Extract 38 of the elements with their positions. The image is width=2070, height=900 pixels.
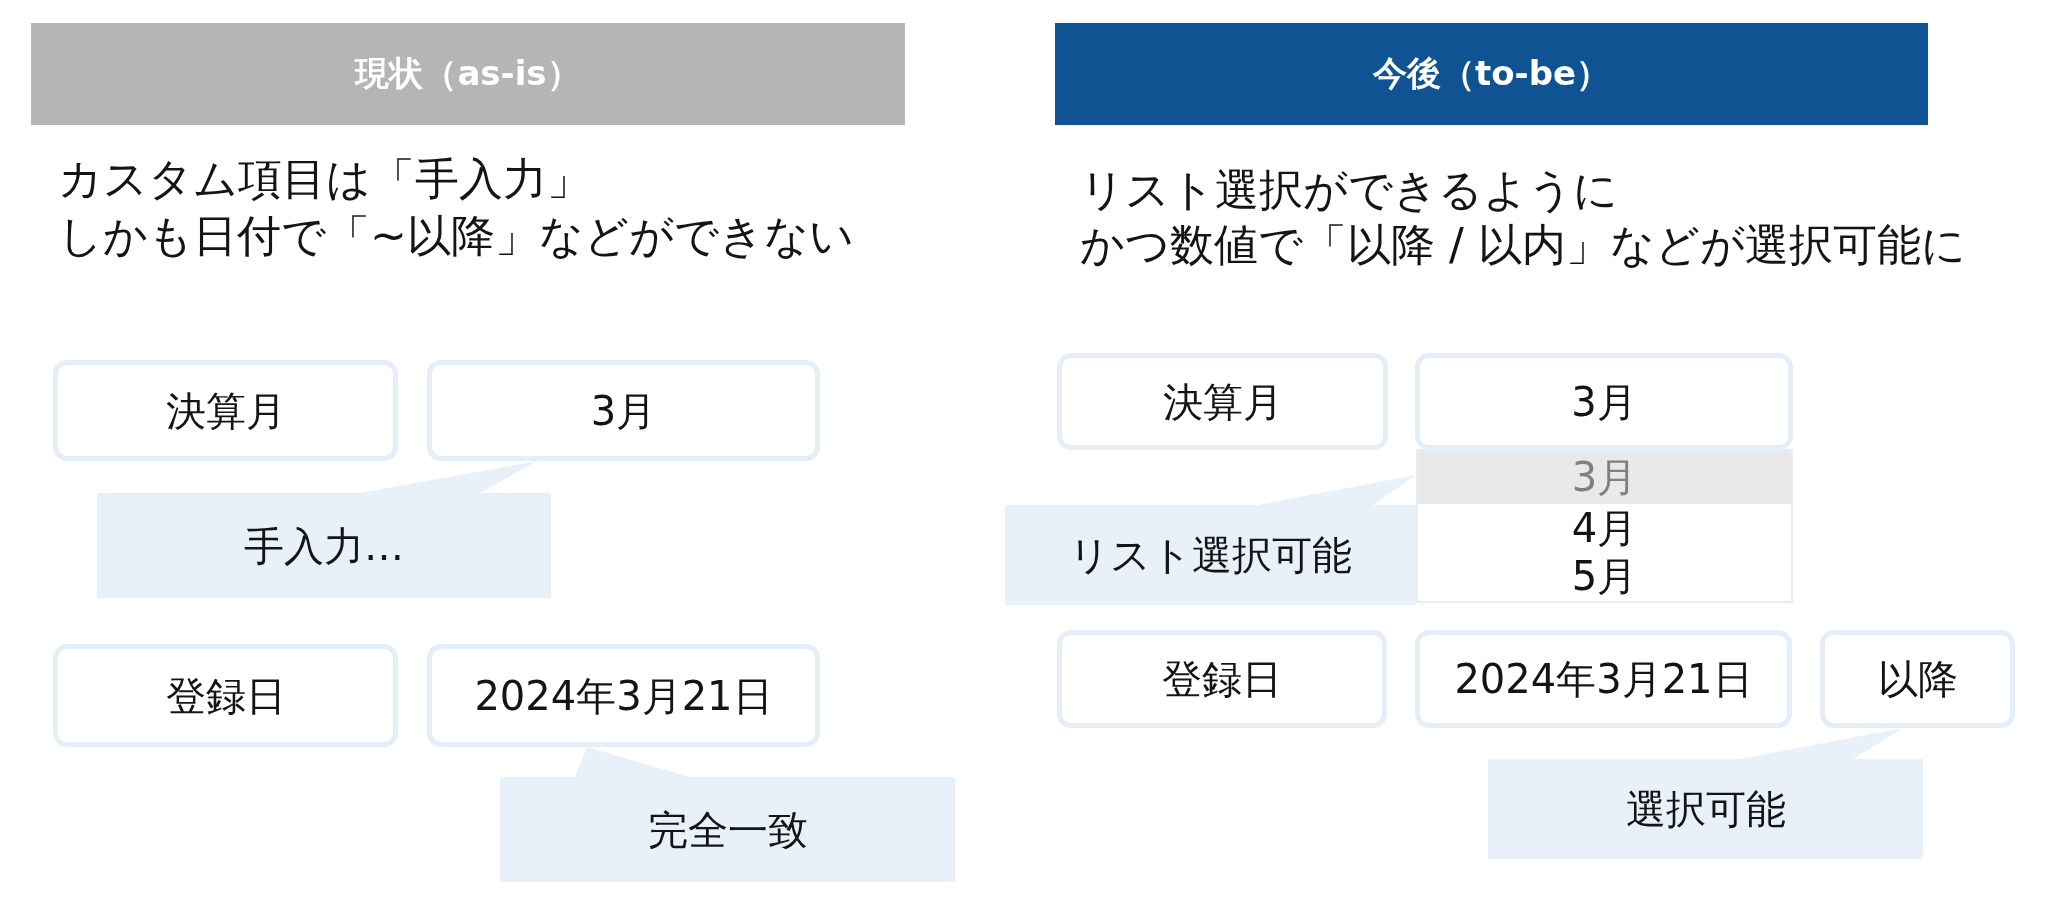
- field-value-box: [1820, 630, 2015, 728]
- field-value-box: [427, 644, 820, 747]
- dropdown-list: [1416, 449, 1793, 603]
- field-label: 登録日: [1162, 655, 1282, 703]
- field-label: 登録日: [165, 671, 286, 720]
- dropdown-option: 4月: [1418, 504, 1791, 552]
- field-value-box: [1415, 630, 1792, 728]
- field-label: 決算月: [1162, 377, 1283, 426]
- field-value: 3月: [590, 386, 657, 435]
- field-value-box: [1415, 353, 1793, 450]
- description-text: カスタム項目は「手入力」: [58, 152, 591, 206]
- field-value-box: [427, 360, 820, 461]
- callout-text: リスト選択可能: [1069, 531, 1352, 579]
- callout-text: 手入力…: [244, 521, 404, 570]
- field-label-box: [1057, 630, 1387, 728]
- highlighted-option: 3月: [1418, 451, 1791, 504]
- field-label-box: [53, 360, 398, 461]
- callout-text: 完全一致: [647, 805, 808, 854]
- callout-text: 選択可能: [1625, 785, 1786, 833]
- field-value: 3月: [1571, 377, 1637, 426]
- header-band: [1055, 23, 1928, 125]
- header-title: 現状（as-is）: [355, 52, 581, 95]
- description-text: リスト選択ができるように: [1080, 163, 1618, 217]
- header-title: 今後（to-be）: [1372, 52, 1611, 95]
- description-text: かつ数値で「以降 / 以内」などが選択可能に: [1080, 218, 1966, 272]
- callout-pointer: [360, 461, 537, 493]
- field-label-box: [1057, 353, 1388, 450]
- field-value: 2024年3月21日: [474, 671, 773, 720]
- header-band: [31, 23, 905, 125]
- callout-pointer: [575, 747, 690, 777]
- field-value: 以降: [1877, 655, 1958, 703]
- field-label-box: [53, 644, 398, 747]
- description-text: しかも日付で「~以降」などができない: [58, 209, 854, 263]
- field-label: 決算月: [165, 386, 286, 435]
- dropdown-option: 5月: [1418, 552, 1791, 600]
- callout-pointer: [1740, 728, 1903, 759]
- callout-pointer: [1257, 475, 1416, 505]
- field-value: 2024年3月21日: [1454, 655, 1753, 703]
